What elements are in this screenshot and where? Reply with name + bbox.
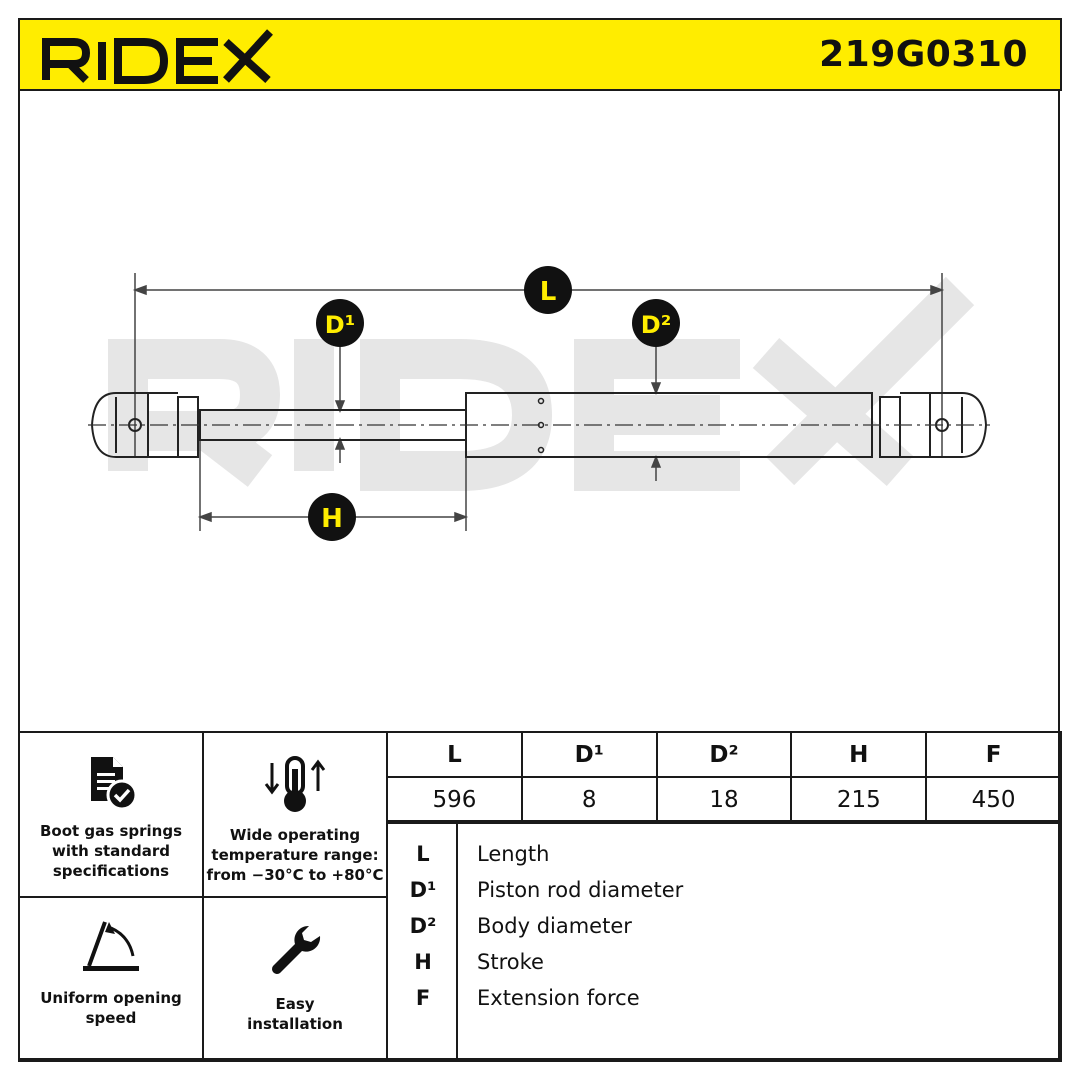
- thermometer-icon: [264, 756, 326, 812]
- marker-D1: D¹: [316, 299, 364, 347]
- legend-symbol: H: [414, 950, 432, 974]
- ridex-logo-icon: [42, 29, 273, 84]
- marker-L: L: [524, 266, 572, 314]
- feature-label: Easy installation: [247, 995, 343, 1033]
- header-bar: 219G0310: [18, 18, 1062, 91]
- marker-D1-label: D¹: [325, 311, 355, 339]
- spec-value-H: 215: [790, 776, 928, 824]
- feature-label: Wide operating temperature range: from −…: [206, 826, 384, 884]
- marker-D2-label: D²: [641, 311, 671, 339]
- marker-H-label: H: [321, 504, 343, 534]
- marker-D2: D²: [632, 299, 680, 347]
- brand-logo: [40, 28, 280, 90]
- spec-table: L D¹ D² H F 596 8 18 215 450: [386, 731, 1062, 824]
- spec-header-D1: D¹: [520, 731, 658, 778]
- spec-header-H: H: [790, 731, 928, 778]
- marker-H: H: [308, 493, 356, 541]
- legend-panel: L Length D¹ Piston rod diameter D² Body …: [386, 820, 1062, 1062]
- feature-label: Uniform opening speed: [40, 989, 182, 1027]
- legend-symbol: F: [415, 986, 431, 1010]
- info-panel: Boot gas springs with standard specifica…: [18, 731, 1062, 1062]
- legend-item: D¹ Piston rod diameter: [388, 872, 1060, 908]
- legend-item: F Extension force: [388, 980, 1060, 1016]
- legend-item: H Stroke: [388, 944, 1060, 980]
- opening-angle-icon: [83, 921, 139, 971]
- gas-spring-diagram: L D¹ D² H: [20, 91, 1060, 731]
- spec-header-row: L D¹ D² H F: [386, 731, 1062, 778]
- legend-symbol: D¹: [409, 878, 437, 902]
- spec-header-L: L: [386, 731, 523, 778]
- wrench-icon: [272, 925, 321, 974]
- rod-diameter-dimension: [334, 341, 346, 463]
- legend-description: Extension force: [477, 986, 640, 1010]
- legend-symbol: D²: [409, 914, 437, 938]
- feature-standard-specs: Boot gas springs with standard specifica…: [18, 731, 204, 898]
- watermark-logo-icon: [108, 276, 975, 491]
- technical-drawing: L D¹ D² H: [88, 266, 990, 541]
- legend-item: L Length: [388, 836, 1060, 872]
- spec-header-F: F: [925, 731, 1062, 778]
- spec-value-D1: 8: [520, 776, 658, 824]
- spec-value-row: 596 8 18 215 450: [386, 776, 1062, 824]
- legend-divider: [456, 822, 458, 1060]
- spec-header-D2: D²: [655, 731, 793, 778]
- legend-description: Body diameter: [477, 914, 632, 938]
- spec-value-D2: 18: [655, 776, 793, 824]
- legend-item: D² Body diameter: [388, 908, 1060, 944]
- part-number: 219G0310: [819, 34, 1028, 75]
- marker-L-label: L: [540, 277, 557, 307]
- legend-description: Piston rod diameter: [477, 878, 684, 902]
- feature-easy-installation: Easy installation: [202, 896, 388, 1062]
- feature-label: Boot gas springs with standard specifica…: [40, 822, 182, 880]
- legend-description: Length: [477, 842, 550, 866]
- document-check-icon: [91, 757, 138, 811]
- feature-temperature-range: Wide operating temperature range: from −…: [202, 731, 388, 898]
- spec-value-F: 450: [925, 776, 1062, 824]
- legend-description: Stroke: [477, 950, 544, 974]
- body-diameter-dimension: [650, 343, 662, 481]
- spec-value-L: 596: [386, 776, 523, 824]
- feature-uniform-opening: Uniform opening speed: [18, 896, 204, 1062]
- legend-symbol: L: [416, 842, 430, 866]
